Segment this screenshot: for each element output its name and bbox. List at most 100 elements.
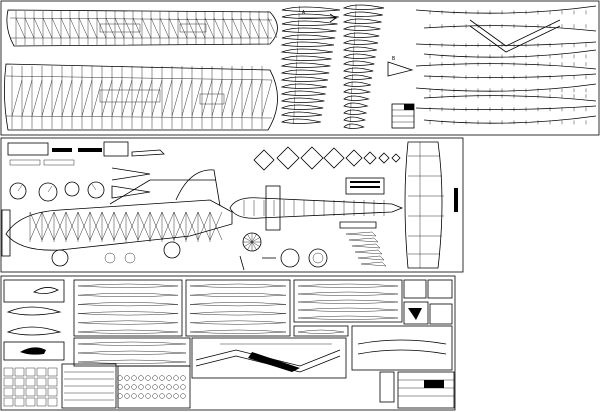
- small-part-washer: [173, 384, 179, 390]
- wing-diagonal-line: [211, 79, 223, 117]
- small-part-washer: [166, 393, 172, 399]
- wheel-spoke: [247, 241, 253, 250]
- airfoil-rib: [280, 104, 324, 110]
- parts-right-column: [351, 279, 455, 409]
- wing-diagonal-line: [231, 79, 243, 117]
- airfoil-rib: [280, 62, 331, 68]
- strip-template: [77, 320, 179, 325]
- wing-diagonal-line: [69, 17, 80, 39]
- small-part-washer: [159, 375, 165, 381]
- wing-diagonal-line: [91, 79, 103, 117]
- wing-diagonal-line: [141, 79, 153, 117]
- small-part-cell: [3, 397, 14, 407]
- wing-diagonal-line: [101, 79, 113, 117]
- wheel-spoke: [244, 237, 253, 243]
- spar-strip: [423, 95, 597, 102]
- small-part-washer: [180, 375, 186, 381]
- spar-strip: [415, 41, 597, 46]
- v-strut-drawing: [469, 19, 561, 47]
- small-part-cell: [47, 397, 58, 407]
- small-part-cell: [36, 377, 47, 387]
- small-part-wedge: [345, 231, 377, 237]
- strip-template: [297, 307, 399, 312]
- small-parts-grid: [3, 363, 191, 409]
- truss-diagonal: [29, 211, 43, 241]
- airfoil-rib: [343, 95, 370, 101]
- spar-strip: [423, 49, 597, 58]
- sheet-3: [0, 275, 456, 411]
- small-part-washer: [131, 384, 137, 390]
- small-part-cell: [14, 367, 25, 377]
- wing-diagonal-line: [41, 79, 53, 117]
- truss-diagonal: [173, 211, 187, 241]
- small-part-wedge: [351, 243, 381, 249]
- wing-diagonal-line: [221, 79, 233, 117]
- title-notes-sheet-2: [7, 141, 165, 166]
- wing-diagonal-line: [121, 79, 133, 117]
- small-part-washer: [180, 393, 186, 399]
- strip-templates-block-b: [73, 279, 403, 367]
- small-part-washer: [124, 393, 130, 399]
- small-part-washer: [173, 375, 179, 381]
- small-part-washer: [138, 393, 144, 399]
- truss-diagonal: [185, 211, 199, 241]
- strip-template: [297, 315, 399, 320]
- small-part-washer: [159, 393, 165, 399]
- wheel-spoke: [247, 234, 253, 243]
- small-part-cell: [36, 367, 47, 377]
- cross-section-diamond: [323, 147, 345, 169]
- sheet-1: A B: [0, 0, 600, 136]
- airfoil-rib: [342, 11, 383, 17]
- wing-diagonal-line: [105, 17, 116, 39]
- small-part-cell: [3, 367, 14, 377]
- instrument-dials: [9, 181, 105, 202]
- truss-diagonal: [209, 211, 223, 241]
- wing-diagonal-line: [141, 17, 152, 39]
- wing-diagonal-line: [31, 79, 43, 117]
- small-part-washer: [131, 393, 137, 399]
- strip-template: [77, 329, 179, 334]
- cross-section-diamond: [378, 152, 390, 164]
- airfoil-rib: [280, 76, 329, 82]
- strip-templates-block-a: [73, 279, 291, 337]
- wheel-spoke: [251, 237, 260, 243]
- strip-templates-block-c: [293, 325, 349, 337]
- wing-diagonal-line: [191, 79, 203, 117]
- spar-strip: [415, 83, 597, 92]
- strip-template: [77, 350, 187, 355]
- cross-section-diamond: [276, 146, 300, 170]
- wing-diagonal-line: [251, 79, 263, 117]
- cross-section-diamond: [363, 151, 377, 165]
- airfoil-rib: [280, 69, 330, 75]
- spar-strip: [415, 105, 597, 110]
- small-part-cell: [25, 397, 36, 407]
- strip-template: [297, 291, 399, 296]
- wing-diagonal-line: [51, 17, 62, 39]
- section-label-a: A: [302, 10, 305, 16]
- small-part-washer: [138, 375, 144, 381]
- section-arrow-a: A: [300, 10, 338, 23]
- wing-diagonal-line: [51, 79, 63, 117]
- small-part-washer: [124, 375, 130, 381]
- wing-diagonal-line: [222, 17, 233, 39]
- small-part-washer: [145, 393, 151, 399]
- airfoil-rib: [342, 4, 385, 10]
- wing-diagonal-line: [78, 17, 89, 39]
- airfoil-rib: [343, 67, 374, 73]
- truss-diagonal: [53, 211, 67, 241]
- airfoil-rib: [280, 55, 332, 61]
- wing-diagonal-line: [177, 17, 188, 39]
- wing-rib-profiles-column-1: [280, 6, 341, 124]
- wing-diagonal-line: [96, 17, 107, 39]
- small-part-washer: [145, 375, 151, 381]
- strip-template: [77, 283, 179, 288]
- wing-diagonal-line: [195, 17, 206, 39]
- wing-diagonal-line: [181, 79, 193, 117]
- small-part-cell: [36, 387, 47, 397]
- small-part-cell: [14, 387, 25, 397]
- wing-diagonal-line: [204, 17, 215, 39]
- parts-left-column: [3, 279, 65, 361]
- wing-diagonal-line: [201, 79, 213, 117]
- template-box: [185, 279, 291, 337]
- small-part-cell: [25, 377, 36, 387]
